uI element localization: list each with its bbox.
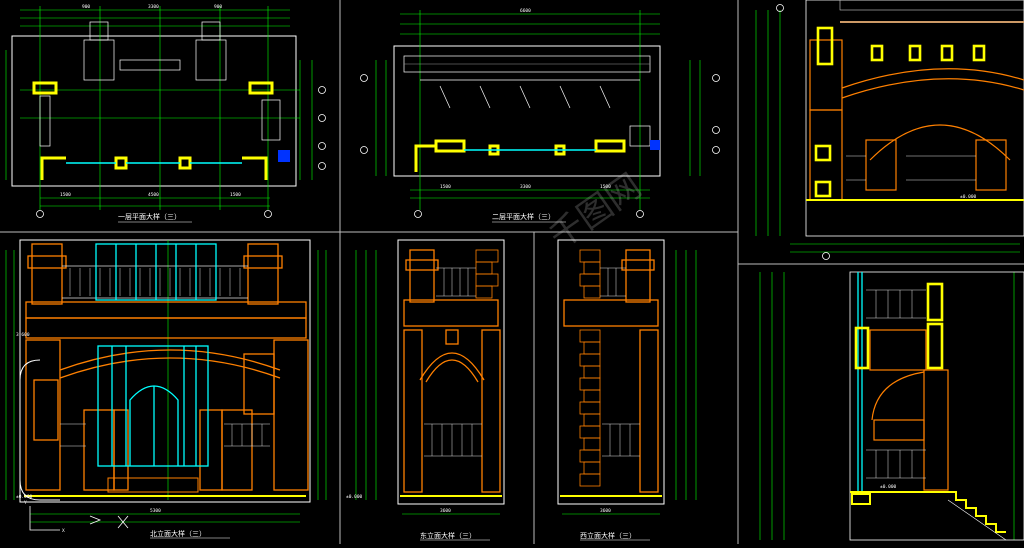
ucs-x-label: X bbox=[62, 528, 65, 534]
plan-1-frame bbox=[11, 35, 297, 187]
ucs-y-label: Y bbox=[24, 500, 27, 506]
plan-1-dim-bottom-b: 4500 bbox=[148, 192, 159, 198]
plan-1-title: 一层平面大样（三） bbox=[118, 212, 181, 221]
section-1-detail[interactable]: ±0.000 bbox=[755, 0, 1024, 260]
plan-1-dim-top-c: 900 bbox=[214, 4, 222, 10]
elevation-side-1-masonry bbox=[403, 249, 501, 493]
elevation-side-2-title: 西立面大样（三） bbox=[580, 531, 636, 540]
elevation-front-steps bbox=[107, 477, 199, 493]
elevation-front-detail[interactable]: Y X 5300 ±0.000 3.600 北立面大样（三） bbox=[5, 239, 327, 539]
plan-2-dim-bottom-c: 1500 bbox=[600, 184, 611, 190]
plan-1-dim-bottom-c: 1500 bbox=[230, 192, 241, 198]
plan-2-frame bbox=[393, 45, 661, 177]
elevation-front-lower-balustrade bbox=[60, 423, 270, 447]
elevation-side-1-dimension-lines bbox=[355, 250, 500, 515]
elevation-side-1-title: 东立面大样（三） bbox=[420, 531, 476, 540]
plan-1-dim-top-a: 900 bbox=[82, 4, 90, 10]
elevation-side-2-balustrade bbox=[600, 267, 640, 457]
section-1-level: ±0.000 bbox=[960, 194, 977, 200]
elevation-front-balusters bbox=[69, 268, 241, 296]
elevation-front-glazing bbox=[95, 243, 217, 467]
elevation-side-2-quoins bbox=[579, 249, 601, 487]
plan-2-dimension-lines bbox=[375, 10, 701, 210]
elevation-side-2-detail[interactable]: 3600 西立面大样（三） bbox=[557, 239, 697, 541]
section-1-grid-bubbles bbox=[776, 4, 830, 260]
elevation-front-upper-balustrade bbox=[62, 265, 248, 299]
elevation-front-masonry bbox=[25, 243, 309, 491]
plan-2-dim-bottom-a: 1500 bbox=[440, 184, 451, 190]
section-2-frame bbox=[849, 271, 1024, 541]
plan-2-title: 二层平面大样（三） bbox=[492, 212, 555, 221]
elevation-side-2-dimension-lines bbox=[562, 250, 697, 515]
plan-2-detail[interactable]: 6600 1500 3300 1500 二层平面大样（三） bbox=[360, 8, 720, 223]
section-1-frame bbox=[805, 0, 1024, 237]
plan-1-grid-bubbles bbox=[36, 86, 326, 218]
elevation-front-level-0: ±0.000 bbox=[16, 494, 33, 500]
elevation-front-dim-bottom: 5300 bbox=[150, 508, 161, 514]
elevation-side-1-dim-bottom: 3600 bbox=[440, 508, 451, 514]
section-1-top-balustrade bbox=[839, 0, 1024, 23]
elevation-side-2-masonry bbox=[563, 249, 659, 493]
elevation-front-title: 北立面大样（三） bbox=[150, 529, 206, 538]
ucs-icon bbox=[29, 506, 129, 531]
section-1-dimension-lines bbox=[755, 10, 1020, 253]
elevation-front-dimension-lines bbox=[5, 240, 327, 523]
plan-1-dimension-lines bbox=[5, 6, 313, 210]
section-2-stair-outline bbox=[947, 499, 1007, 541]
section-2-balustrade bbox=[866, 289, 926, 479]
section-1-balustrade bbox=[846, 155, 976, 181]
elevation-side-1-frame bbox=[397, 239, 505, 505]
elevation-side-1-level-0: ±0.000 bbox=[346, 494, 363, 500]
section-2-columns-yellow bbox=[854, 282, 944, 370]
section-2-level: ±0.000 bbox=[880, 484, 897, 490]
section-2-footing bbox=[851, 493, 871, 505]
section-2-detail[interactable]: ±0.000 bbox=[759, 271, 1024, 541]
plan-2-grid-bubbles bbox=[360, 74, 720, 218]
plan-1-dim-top-b: 3300 bbox=[148, 4, 159, 10]
plan-2-dim-top: 6600 bbox=[520, 8, 531, 14]
plan-2-dim-bottom-b: 3300 bbox=[520, 184, 531, 190]
section-2-ground-and-steps bbox=[850, 491, 1006, 533]
elevation-front-revision-cloud bbox=[19, 359, 60, 501]
plan-2-fill bbox=[650, 140, 660, 150]
section-2-glazing bbox=[857, 272, 863, 492]
elevation-front-level-1: 3.600 bbox=[16, 332, 30, 338]
elevation-front-frame bbox=[19, 239, 311, 503]
section-2-dimension-lines bbox=[759, 272, 1015, 540]
section-1-columns-yellow bbox=[814, 26, 986, 198]
plan-1-fill bbox=[278, 150, 290, 162]
elevation-side-1-detail[interactable]: 3600 ±0.000 东立面大样（三） bbox=[346, 239, 505, 541]
plan-1-detail[interactable]: 900 3300 900 1500 4500 1500 一层平面大样（三） bbox=[5, 4, 326, 223]
plan-1-dim-bottom-a: 1500 bbox=[60, 192, 71, 198]
elevation-side-2-dim-bottom: 3600 bbox=[600, 508, 611, 514]
section-2-masonry bbox=[869, 329, 949, 491]
elevation-side-1-balustrade bbox=[424, 267, 482, 457]
elevation-side-2-frame bbox=[557, 239, 665, 505]
plan-1-structure bbox=[39, 21, 281, 147]
section-1-masonry bbox=[809, 39, 1024, 201]
